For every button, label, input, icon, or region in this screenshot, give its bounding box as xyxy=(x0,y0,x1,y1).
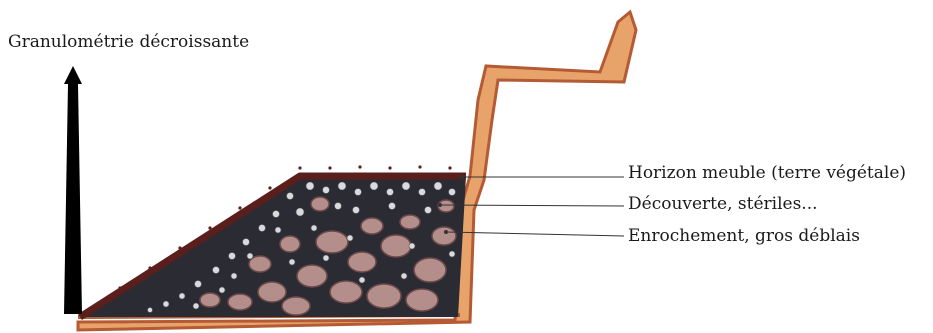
pebble xyxy=(247,253,253,259)
pebble xyxy=(355,189,362,196)
pebble xyxy=(449,251,455,257)
speck xyxy=(148,266,151,269)
speck xyxy=(388,166,391,169)
boulder xyxy=(361,218,383,234)
leader-dot-topsoil xyxy=(460,175,464,179)
pebble xyxy=(425,207,432,214)
pebble xyxy=(179,293,185,299)
pebble xyxy=(402,182,410,190)
pebble xyxy=(353,207,360,214)
boulder xyxy=(228,294,252,310)
speck xyxy=(418,165,421,168)
boulder xyxy=(400,215,420,229)
boulder xyxy=(316,231,348,253)
pebble xyxy=(296,208,304,216)
speck xyxy=(328,166,331,169)
pebble xyxy=(311,225,317,231)
layer-label-rockfill: Enrochement, gros déblais xyxy=(628,226,860,246)
speck xyxy=(298,166,301,169)
boulder xyxy=(258,282,286,302)
pebble xyxy=(306,182,314,190)
speck xyxy=(268,186,271,189)
boulder xyxy=(200,293,220,307)
pebble xyxy=(219,287,225,293)
pebble xyxy=(287,193,294,200)
pebble xyxy=(289,259,295,265)
speck xyxy=(178,246,181,249)
pebble xyxy=(387,189,394,196)
pebble xyxy=(275,227,281,233)
speck xyxy=(238,206,241,209)
pebble xyxy=(259,225,266,232)
pebble xyxy=(148,308,153,313)
boulder xyxy=(282,297,310,315)
pebble xyxy=(359,277,365,283)
pebble xyxy=(449,189,456,196)
pebble xyxy=(347,235,353,241)
boulder xyxy=(381,235,411,257)
speck xyxy=(208,226,211,229)
boulder xyxy=(280,236,300,252)
granulometry-arrow xyxy=(64,66,82,314)
boulder xyxy=(414,258,446,282)
pebble xyxy=(338,182,346,190)
pebble xyxy=(243,239,250,246)
axis-title: Granulométrie décroissante xyxy=(8,32,249,52)
boulder xyxy=(330,281,362,303)
leader-dot-overburden xyxy=(438,203,442,207)
pebble xyxy=(389,203,396,210)
pebble xyxy=(323,187,330,194)
pebble xyxy=(273,211,280,218)
pebble xyxy=(195,281,202,288)
pebble xyxy=(419,189,426,196)
layer-label-overburden: Découverte, stériles... xyxy=(628,194,818,214)
pebble xyxy=(193,303,199,309)
speck xyxy=(448,166,451,169)
leader-dot-rockfill xyxy=(444,230,448,234)
pebble xyxy=(370,182,378,190)
boulder xyxy=(249,256,271,272)
pebble xyxy=(335,203,342,210)
boulder xyxy=(311,197,329,211)
pebble xyxy=(323,255,329,261)
pebble xyxy=(163,301,169,307)
pebble xyxy=(231,273,237,279)
boulder xyxy=(297,265,327,287)
boulder xyxy=(348,252,376,272)
pebble xyxy=(213,267,220,274)
boulder xyxy=(406,289,438,311)
pebble xyxy=(409,243,415,249)
pebble xyxy=(229,253,236,260)
boulder xyxy=(367,284,401,308)
speck xyxy=(358,165,361,168)
boulder xyxy=(432,227,456,245)
speck xyxy=(118,286,121,289)
pebble xyxy=(401,273,407,279)
pebble xyxy=(434,182,442,190)
layer-label-topsoil: Horizon meuble (terre végétale) xyxy=(628,163,906,183)
